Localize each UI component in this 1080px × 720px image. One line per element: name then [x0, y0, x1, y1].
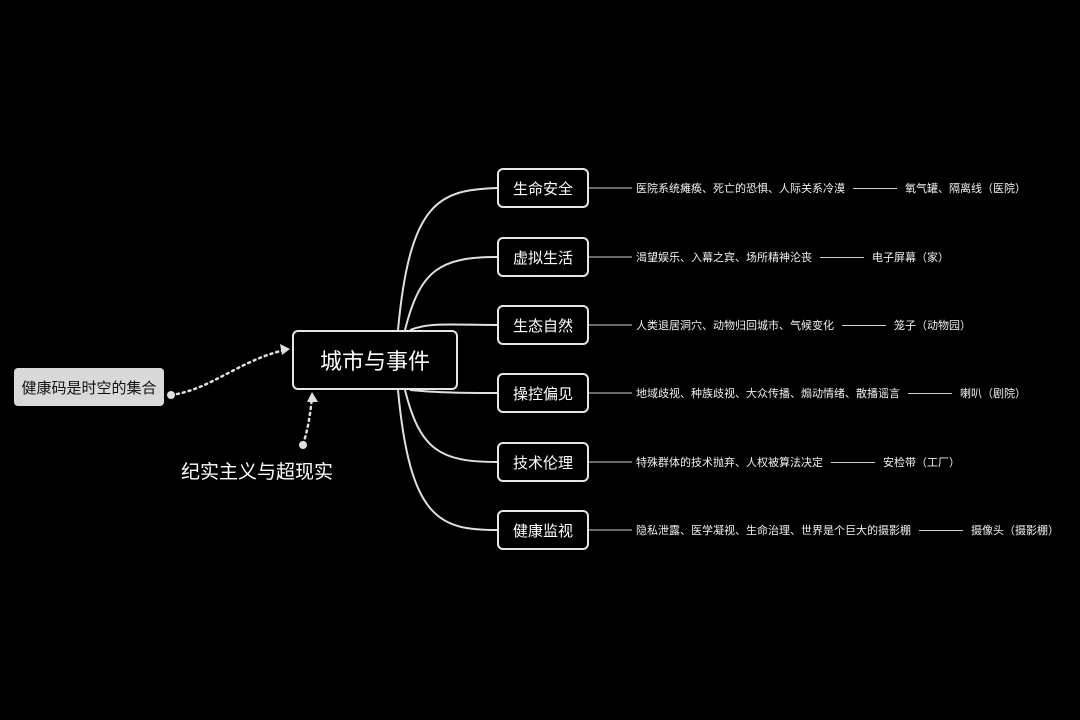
detail-dash [908, 392, 952, 394]
branch-node-4[interactable]: 操控偏见 [497, 373, 589, 413]
detail-row-6: 隐私泄露、医学凝视、生命治理、世界是个巨大的摄影棚 摄像头（摄影棚） [636, 522, 1059, 538]
detail-dash [853, 187, 897, 189]
detail-text: 人类退居洞穴、动物归回城市、气候变化 [636, 319, 834, 332]
floating-label[interactable]: 纪实主义与超现实 [181, 461, 334, 483]
branch-connector-2 [404, 256, 498, 331]
note-arrow-head [280, 344, 290, 355]
detail-row-4: 地域歧视、种族歧视、大众传播、煽动情绪、散播谣言 喇叭（剧院） [636, 385, 1026, 401]
detail-row-2: 渴望娱乐、入幕之宾、场所精神沦丧 电子屏幕（家） [636, 249, 949, 265]
branch-node-5[interactable]: 技术伦理 [497, 442, 589, 482]
detail-tag: 摄像头（摄影棚） [971, 524, 1059, 537]
detail-text: 医院系统瘫痪、死亡的恐惧、人际关系冷漠 [636, 182, 845, 195]
note-arrow-origin [167, 391, 175, 399]
branch-node-2[interactable]: 虚拟生活 [497, 237, 589, 277]
detail-tag: 喇叭（剧院） [960, 387, 1026, 400]
detail-row-5: 特殊群体的技术抛弃、人权被算法决定 安检带（工厂） [636, 454, 960, 470]
branch-connector-3 [409, 323, 498, 331]
detail-tag: 电子屏幕（家） [872, 251, 949, 264]
branch-node-6[interactable]: 健康监视 [497, 510, 589, 550]
detail-dash [919, 529, 963, 531]
floating-arrow [301, 396, 314, 446]
detail-dash [842, 324, 886, 326]
detail-tag: 氧气罐、隔离线（医院） [905, 182, 1026, 195]
branch-connector-6 [397, 389, 498, 531]
detail-text: 地域歧视、种族歧视、大众传播、煽动情绪、散播谣言 [636, 387, 900, 400]
branch-connector-4 [409, 389, 498, 394]
central-node[interactable]: 城市与事件 [292, 330, 458, 390]
floating-arrow-head [307, 392, 318, 402]
detail-tag: 笼子（动物园） [894, 319, 971, 332]
branch-connector-1 [397, 187, 498, 331]
note-node[interactable]: 健康码是时空的集合 [14, 368, 164, 406]
detail-text: 特殊群体的技术抛弃、人权被算法决定 [636, 456, 823, 469]
note-arrow [169, 348, 287, 397]
detail-row-1: 医院系统瘫痪、死亡的恐惧、人际关系冷漠 氧气罐、隔离线（医院） [636, 180, 1026, 196]
floating-arrow-origin [299, 441, 307, 449]
branch-node-3[interactable]: 生态自然 [497, 305, 589, 345]
detail-dash [831, 461, 875, 463]
detail-text: 渴望娱乐、入幕之宾、场所精神沦丧 [636, 251, 812, 264]
detail-tag: 安检带（工厂） [883, 456, 960, 469]
detail-text: 隐私泄露、医学凝视、生命治理、世界是个巨大的摄影棚 [636, 524, 911, 537]
detail-dash [820, 256, 864, 258]
detail-row-3: 人类退居洞穴、动物归回城市、气候变化 笼子（动物园） [636, 317, 971, 333]
branch-connector-5 [404, 389, 498, 463]
branch-node-1[interactable]: 生命安全 [497, 168, 589, 208]
